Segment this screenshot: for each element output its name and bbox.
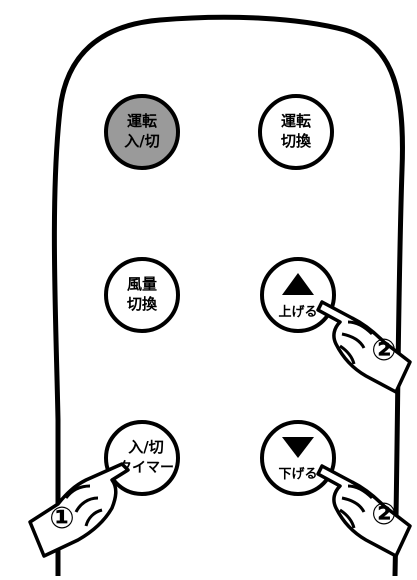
mode-button-label-bottom: 切換 [281,132,312,150]
pointing-hand-icon [28,462,130,558]
timer-button[interactable]: 入/切 タイマー [104,420,180,496]
airflow-button[interactable]: 風量 切換 [104,257,180,333]
airflow-button-label-top: 風量 [127,275,157,293]
power-button[interactable]: 運転 入/切 [104,94,180,170]
remote-body [51,14,405,577]
step-marker-two-lower: ② [371,497,396,532]
up-button-label: 上げる [278,304,317,320]
mode-button-label-top: 運転 [281,112,311,130]
down-button[interactable]: 下げる [260,420,336,496]
timer-button-label-top: 入/切 [128,438,163,456]
mode-button[interactable]: 運転 切換 [258,94,334,170]
airflow-button-label-bottom: 切換 [127,295,158,313]
down-triangle-icon [282,437,314,458]
step-marker-two-upper: ② [371,333,396,368]
pointing-hand-icon [316,464,412,558]
timer-button-label-bottom: タイマー [118,460,174,476]
power-button-label-top: 運転 [127,112,157,130]
pointing-hand-icon [316,300,412,394]
up-triangle-icon [282,273,314,295]
power-button-label-bottom: 入/切 [124,132,159,150]
step-marker-one: ① [49,501,74,536]
up-button[interactable]: 上げる [260,257,336,333]
down-button-label: 下げる [278,466,317,482]
